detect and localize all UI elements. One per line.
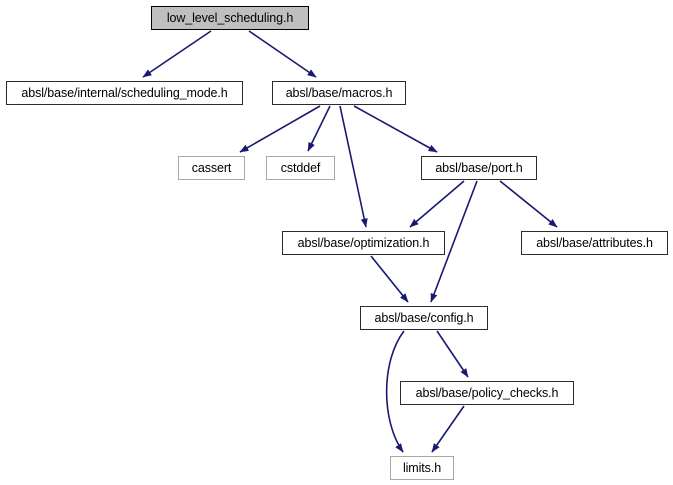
node-attributes-h[interactable]: absl/base/attributes.h <box>521 231 668 255</box>
edge-port-to-attributes <box>499 180 558 228</box>
node-label: cstddef <box>280 160 321 175</box>
edge-port-to-optimization <box>409 180 465 228</box>
edge-macros-to-optimization <box>339 105 368 228</box>
node-scheduling-mode-h[interactable]: absl/base/internal/scheduling_mode.h <box>6 81 243 105</box>
node-cassert[interactable]: cassert <box>178 156 245 180</box>
edge-policy-checks-to-limits <box>431 405 465 453</box>
node-label: absl/base/config.h <box>374 310 474 325</box>
node-label: absl/base/internal/scheduling_mode.h <box>21 85 228 100</box>
edge-macros-to-cassert <box>239 105 321 153</box>
node-label: absl/base/policy_checks.h <box>415 385 559 400</box>
edge-config-to-policy-checks <box>436 330 469 378</box>
edge-low-level-scheduling-to-macros <box>248 30 317 78</box>
node-optimization-h[interactable]: absl/base/optimization.h <box>282 231 445 255</box>
node-cstddef[interactable]: cstddef <box>266 156 335 180</box>
node-macros-h[interactable]: absl/base/macros.h <box>272 81 406 105</box>
node-low-level-scheduling-h[interactable]: low_level_scheduling.h <box>151 6 309 30</box>
node-label: absl/base/attributes.h <box>536 235 653 250</box>
edge-macros-to-port <box>353 105 438 153</box>
node-label: absl/base/optimization.h <box>297 235 430 250</box>
node-port-h[interactable]: absl/base/port.h <box>421 156 537 180</box>
edge-optimization-to-config <box>370 255 409 303</box>
edge-macros-to-cstddef <box>307 105 331 152</box>
node-config-h[interactable]: absl/base/config.h <box>360 306 488 330</box>
node-label: limits.h <box>402 460 442 475</box>
node-label: cassert <box>191 160 232 175</box>
node-limits-h[interactable]: limits.h <box>390 456 454 480</box>
node-label: absl/base/port.h <box>435 160 523 175</box>
edge-low-level-scheduling-to-scheduling-mode <box>142 30 212 78</box>
node-label: low_level_scheduling.h <box>166 10 294 25</box>
node-label: absl/base/macros.h <box>285 85 393 100</box>
node-policy-checks-h[interactable]: absl/base/policy_checks.h <box>400 381 574 405</box>
